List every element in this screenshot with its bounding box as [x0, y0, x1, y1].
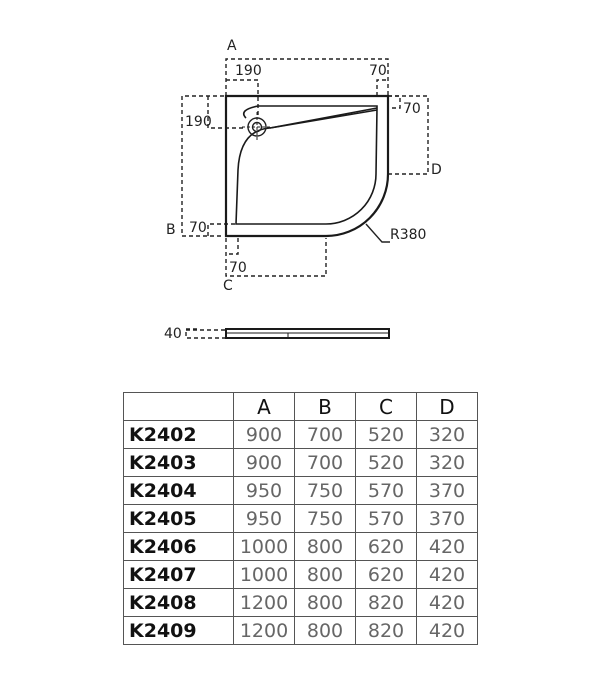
- cell-d: 420: [416, 588, 478, 617]
- cell-d: 370: [416, 504, 478, 533]
- cell-c: 620: [355, 560, 417, 589]
- cell-a: 900: [233, 448, 295, 477]
- cell-d: 320: [416, 448, 478, 477]
- radius-leader: R380: [365, 223, 426, 243]
- table-row: K2403 900 700 520 320: [123, 448, 478, 477]
- cell-c: 820: [355, 616, 417, 645]
- row-code: K2409: [123, 616, 234, 645]
- label-190-top: 190: [235, 63, 262, 79]
- header-a: A: [233, 392, 295, 421]
- table-row: K2407 1000 800 620 420: [123, 560, 478, 589]
- label-c: C: [223, 278, 233, 294]
- table-row: K2408 1200 800 820 420: [123, 588, 478, 617]
- cell-a: 900: [233, 420, 295, 449]
- cell-b: 750: [294, 504, 356, 533]
- header-d: D: [416, 392, 478, 421]
- dimension-70-left: 70: [189, 220, 236, 236]
- table-row: K2404 950 750 570 370: [123, 476, 478, 505]
- cell-c: 520: [355, 420, 417, 449]
- label-radius: R380: [390, 227, 426, 243]
- table-header-row: A B C D: [123, 392, 478, 421]
- cell-b: 750: [294, 476, 356, 505]
- cell-d: 420: [416, 560, 478, 589]
- cell-b: 800: [294, 560, 356, 589]
- header-b: B: [294, 392, 356, 421]
- cell-a: 1000: [233, 560, 295, 589]
- technical-drawing: A 190 70 B 190 70 D 70 70 C: [164, 38, 442, 342]
- cell-d: 420: [416, 616, 478, 645]
- dimension-a: A: [225, 38, 389, 96]
- label-70-left: 70: [189, 220, 207, 236]
- header-c: C: [355, 392, 417, 421]
- cell-a: 1000: [233, 532, 295, 561]
- cell-c: 820: [355, 588, 417, 617]
- cell-b: 700: [294, 420, 356, 449]
- row-code: K2404: [123, 476, 234, 505]
- cell-c: 620: [355, 532, 417, 561]
- side-profile: 40: [164, 326, 390, 342]
- dimension-70-right: 70: [388, 95, 421, 117]
- cell-c: 520: [355, 448, 417, 477]
- cell-a: 950: [233, 476, 295, 505]
- cell-a: 1200: [233, 588, 295, 617]
- table-row: K2405 950 750 570 370: [123, 504, 478, 533]
- row-code: K2403: [123, 448, 234, 477]
- label-190-left: 190: [185, 114, 212, 130]
- label-70-right: 70: [403, 101, 421, 117]
- dimension-70-top: 70: [369, 63, 388, 96]
- cell-b: 800: [294, 588, 356, 617]
- cell-d: 420: [416, 532, 478, 561]
- cell-b: 800: [294, 532, 356, 561]
- header-code: [123, 392, 234, 421]
- cell-d: 320: [416, 420, 478, 449]
- dimension-190-left: 190: [185, 96, 245, 130]
- cell-b: 700: [294, 448, 356, 477]
- cell-a: 950: [233, 504, 295, 533]
- cell-c: 570: [355, 504, 417, 533]
- row-code: K2408: [123, 588, 234, 617]
- cell-a: 1200: [233, 616, 295, 645]
- row-code: K2407: [123, 560, 234, 589]
- table-row: K2402 900 700 520 320: [123, 420, 478, 449]
- row-code: K2402: [123, 420, 234, 449]
- label-70-bottom: 70: [229, 260, 247, 276]
- label-height: 40: [164, 326, 182, 342]
- row-code: K2405: [123, 504, 234, 533]
- dimension-d: D: [388, 95, 442, 178]
- table-row: K2409 1200 800 820 420: [123, 616, 478, 645]
- dimension-c: 70 C: [223, 238, 327, 294]
- dimension-190-top: 190: [226, 63, 262, 118]
- cell-b: 800: [294, 616, 356, 645]
- shower-tray-plan: [224, 94, 390, 238]
- label-70-top: 70: [369, 63, 387, 79]
- label-b: B: [166, 222, 176, 238]
- row-code: K2406: [123, 532, 234, 561]
- label-d: D: [431, 162, 442, 178]
- cell-c: 570: [355, 476, 417, 505]
- cell-d: 370: [416, 476, 478, 505]
- label-a: A: [227, 38, 237, 54]
- drain-icon: [242, 112, 272, 142]
- dimension-table: A B C D K2402 900 700 520 320 K2403 900 …: [123, 392, 478, 645]
- dimension-b: B: [166, 95, 224, 238]
- table-row: K2406 1000 800 620 420: [123, 532, 478, 561]
